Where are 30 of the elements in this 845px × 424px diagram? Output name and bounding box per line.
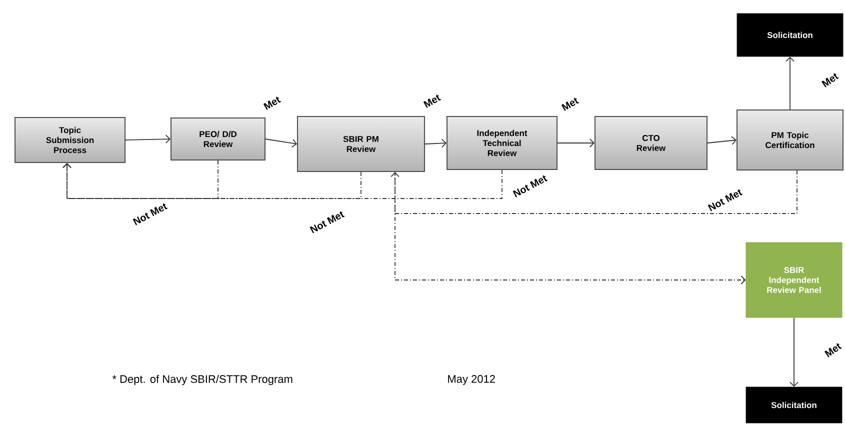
process-box: Topic Submission Process: [14, 117, 126, 163]
arrow: [707, 136, 736, 145]
edge-label: Met: [559, 95, 581, 113]
terminal-box: Solicitation: [746, 386, 842, 424]
dashed-arrow: [62, 163, 502, 199]
arrow: [790, 317, 798, 387]
process-box: PM Topic Certification: [736, 110, 844, 170]
process-box: SBIR PM Review: [297, 116, 425, 172]
arrow: [125, 134, 170, 144]
edge-label: Not Met: [130, 200, 170, 228]
process-box: PEO/ D/D Review: [170, 118, 266, 160]
arrow: [786, 56, 794, 110]
edge-label: Met: [820, 70, 840, 90]
process-box: Independent Technical Review: [446, 116, 558, 170]
dashed-arrow: [390, 170, 798, 214]
terminal-box: Solicitation: [736, 13, 844, 57]
edge-label: Met: [261, 94, 283, 112]
process-box: CTO Review: [594, 116, 708, 170]
arrow: [424, 138, 446, 148]
arrow: [557, 138, 594, 148]
arrow: [265, 138, 297, 148]
dashed-arrow: [394, 172, 746, 284]
edge-label: Not Met: [706, 186, 744, 214]
edge-label: Not Met: [510, 172, 550, 200]
footnote: * Dept. of Navy SBIR/STTR Program: [112, 374, 292, 386]
edge-label: Met: [421, 92, 443, 110]
edge-label: Met: [822, 340, 844, 360]
edge-label: Not Met: [308, 208, 346, 236]
footnote: May 2012: [448, 375, 495, 385]
panel-box: SBIR Independent Review Panel: [746, 242, 842, 318]
